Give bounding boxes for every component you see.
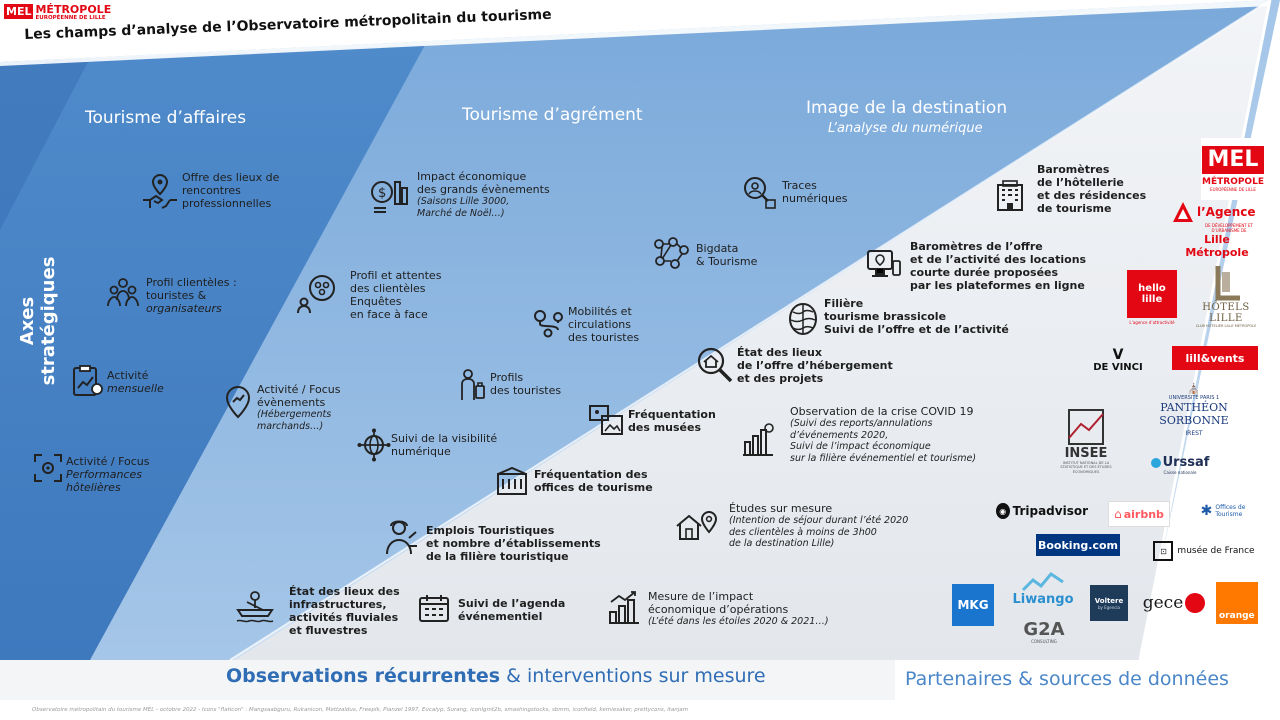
logo-airbnb: ⌂ airbnb (1108, 501, 1170, 527)
band-dark (0, 45, 425, 660)
footnote: Observatoire métropolitain du tourisme M… (32, 707, 689, 713)
logo-agence-lille: l’Agence DE DÉVELOPPEMENT ET D’URBANISME… (1172, 202, 1262, 259)
column-title-image: Image de la destination (806, 98, 1008, 118)
location-chart-icon (225, 385, 251, 419)
tourist-luggage-icon (461, 369, 485, 400)
survey-people-icon (297, 275, 335, 314)
mel-logo-sub: EUROPÉENNE DE LILLE (35, 15, 106, 21)
header-logo: MEL MÉTROPOLE EUROPÉENNE DE LILLE (4, 4, 111, 22)
dollar-chart-icon: $ (371, 181, 408, 213)
logo-mkg: MKG (952, 584, 994, 626)
observations-bold: Observations récurrentes (226, 665, 501, 687)
logo-gece: gece (1140, 585, 1208, 621)
canoe-icon (236, 591, 274, 623)
partners-heading: Partenaires & sources de données (905, 668, 1229, 690)
digital-traces-icon (744, 177, 776, 209)
logo-booking: Booking.com (1036, 534, 1120, 556)
logo-g2a: G2A CONSULTING (1023, 618, 1065, 644)
route-pins-icon (534, 310, 563, 338)
logo-hello-lille: hello lille L’agence d’attractivité (1126, 267, 1178, 327)
liwango-mark-icon (1021, 571, 1064, 591)
handshake-location-icon (143, 173, 177, 209)
logo-liwango: Liwango (1010, 566, 1076, 610)
calendar-icon (419, 595, 449, 622)
column-title-affaires: Tourisme d’affaires (85, 108, 247, 128)
logo-tripadvisor: ◉ Tripadvisor (996, 500, 1088, 522)
band-dark-shade (0, 58, 90, 230)
logo-pantheon-sorbonne: ⛪ UNIVERSITÉ PARIS 1 PANTHÉON SORBONNE I… (1159, 384, 1229, 438)
focus-target-icon (34, 454, 62, 482)
growth-chart-icon (743, 423, 774, 456)
hotel-building-icon (997, 180, 1023, 211)
logo-lillevents: lill&vents (1172, 346, 1258, 370)
money-bars-icon (609, 591, 639, 624)
bigdata-network-icon (654, 237, 689, 269)
logo-orange: orange (1216, 582, 1258, 624)
clipboard-chart-icon (73, 365, 103, 396)
item-bigdata: Bigdata& Tourisme (696, 242, 758, 268)
house-location-icon (676, 510, 718, 540)
item-covid: Observation de la crise COVID 19 (Suivi … (790, 405, 977, 464)
observations-rest: & interventions sur mesure (506, 665, 766, 687)
logo-mel: MEL MÉTROPOLE EUROPÉENNE DE LILLE (1201, 138, 1265, 200)
observations-heading: Observations récurrentes & interventions… (226, 665, 766, 687)
item-profil-clienteles: Profil clientèles :touristes &organisate… (146, 276, 237, 315)
people-group-icon (107, 278, 139, 307)
search-house-icon (697, 347, 733, 383)
hops-icon (788, 302, 818, 336)
mel-logo-brand: MÉTROPOLE (35, 3, 112, 16)
global-network-icon (357, 428, 391, 462)
insee-mark-icon (1068, 408, 1104, 445)
logo-hotels-lille: HÔTELS LILLE CLUB HÔTELIER LILLE MÉTROPO… (1186, 264, 1266, 328)
platform-location-icon (867, 250, 901, 277)
column-subtitle-image: L’analyse du numérique (828, 121, 983, 136)
logo-voltere: Voltere by Egencia (1090, 585, 1128, 621)
tourist-office-icon (497, 466, 527, 495)
mel-logo-box: MEL (4, 4, 34, 19)
agence-mark-icon (1173, 202, 1193, 222)
logo-urssaf: Urssaf Caisse nationale (1150, 451, 1210, 479)
item-etudes: Études sur mesure (Intention de séjour d… (729, 502, 909, 549)
worker-icon (386, 520, 417, 555)
logo-insee: INSEE INSTITUT NATIONAL DE LA STATISTIQU… (1058, 396, 1114, 486)
hotels-l-icon (1215, 266, 1240, 301)
svg-text:$: $ (378, 186, 386, 201)
partners-area-main (895, 0, 1280, 720)
axis-label: Axes stratégiques (17, 256, 59, 386)
logo-devinci: V DE VINCI (1093, 346, 1143, 373)
museum-frames-icon (589, 405, 623, 435)
logo-musee-france: ⊡ musée de France (1150, 540, 1258, 562)
column-title-agrement: Tourisme d’agrément (462, 105, 643, 125)
